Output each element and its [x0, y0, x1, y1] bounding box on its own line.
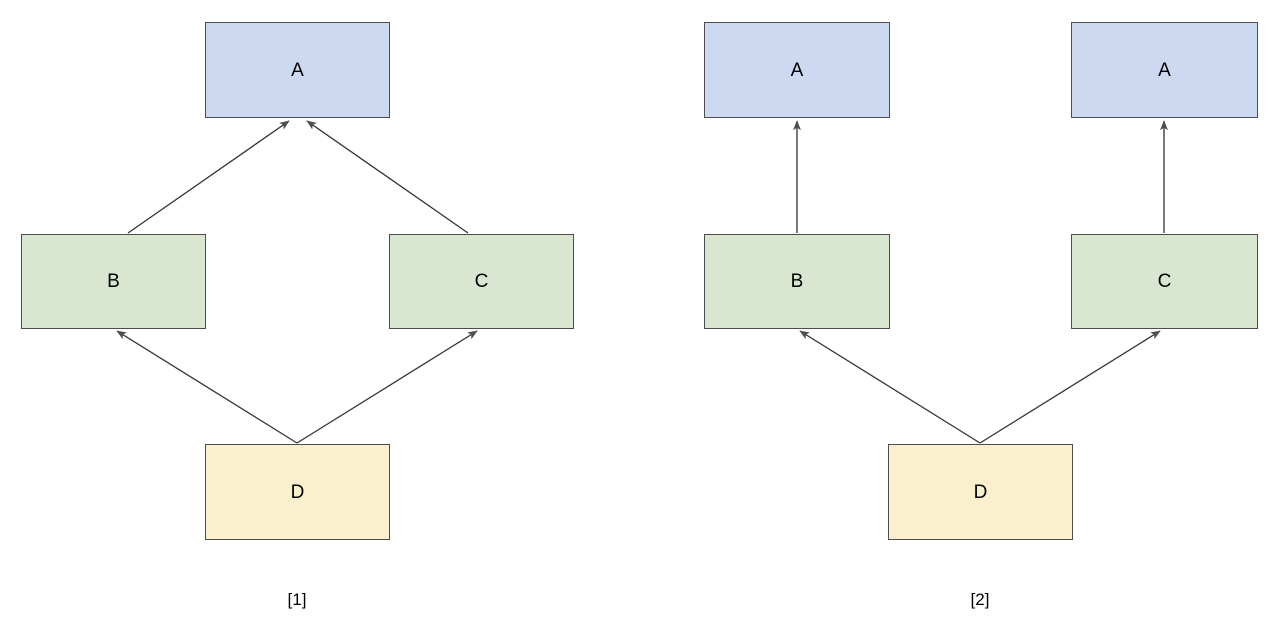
node-d-diagram-1[interactable]: D [205, 444, 390, 540]
edge-d-to-b [116, 330, 298, 444]
node-a-diagram-2[interactable]: A [704, 22, 890, 118]
node-label: D [973, 481, 988, 503]
node-label: D [290, 481, 305, 503]
edge-d-to-c [979, 330, 1161, 444]
node-a-diagram-1[interactable]: A [205, 22, 390, 118]
node-d-diagram-2[interactable]: D [888, 444, 1073, 540]
node-label: C [474, 271, 489, 292]
edge-c-to-a [306, 120, 469, 234]
node-c-diagram-2[interactable]: C [1071, 234, 1258, 329]
edges-group [116, 120, 1168, 444]
edge-d-to-c [296, 330, 478, 444]
edge-d-to-b [799, 330, 981, 444]
caption-diagram-2: [2] [970, 590, 990, 609]
node-b-diagram-2[interactable]: B [704, 234, 890, 329]
node-a-diagram-2[interactable]: A [1071, 22, 1258, 118]
node-label: B [107, 271, 120, 292]
node-label: C [1157, 271, 1172, 292]
node-b-diagram-1[interactable]: B [21, 234, 206, 329]
caption-diagram-1: [1] [287, 590, 307, 609]
node-label: B [790, 271, 804, 292]
node-c-diagram-1[interactable]: C [389, 234, 574, 329]
node-label: A [790, 59, 804, 81]
node-label: A [1158, 59, 1171, 81]
edge-b-to-a [127, 120, 290, 234]
node-label: A [291, 59, 304, 81]
